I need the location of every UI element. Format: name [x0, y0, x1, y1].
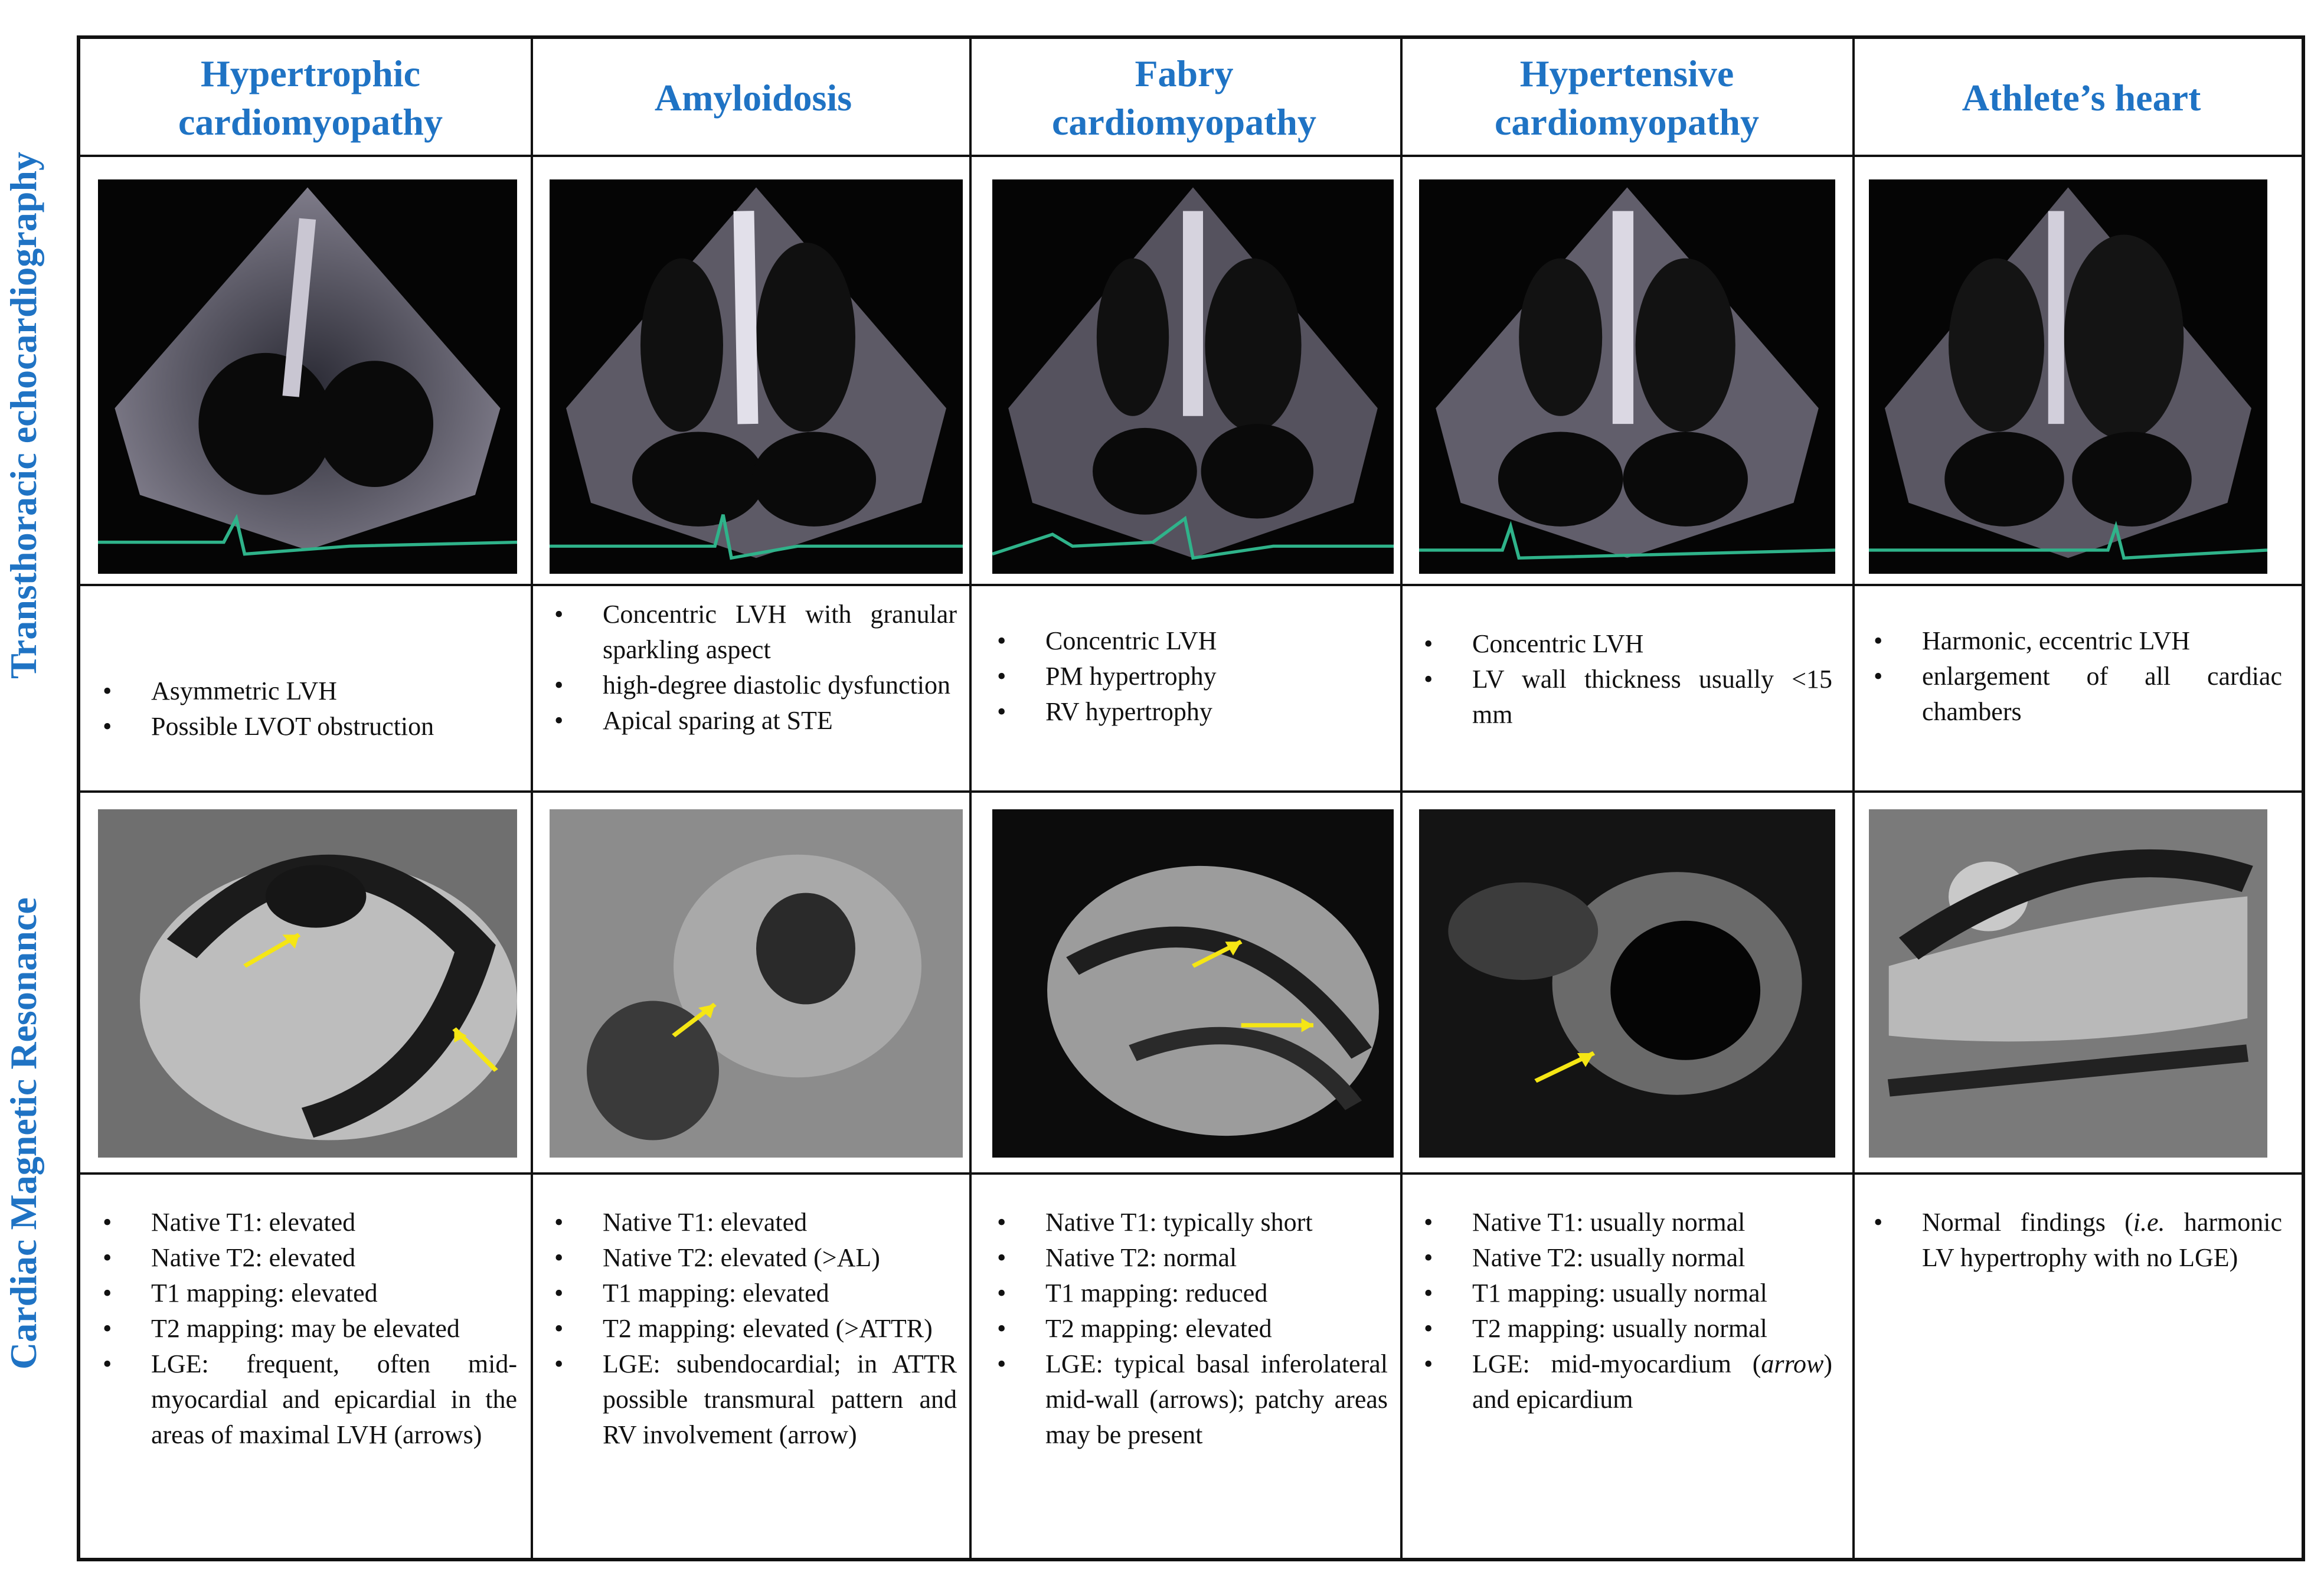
list-item: Native T2: normal [992, 1240, 1388, 1276]
list-item: Native T1: elevated [550, 1205, 957, 1240]
list-item: enlargement of all cardiac chambers [1869, 659, 2282, 730]
list-item: Native T1: elevated [98, 1205, 517, 1240]
list-item: T2 mapping: may be elevated [98, 1311, 517, 1346]
cmr-findings-athlete: Normal findings (i.e. harmonic LV hypert… [1869, 1205, 2282, 1276]
echo-findings-hcm: Asymmetric LVH Possible LVOT obstruction [98, 674, 517, 744]
cmr-image-athlete [1869, 809, 2267, 1158]
comparison-table: Hypertrophic cardiomyopathy Amyloidosis … [77, 35, 2305, 1561]
cmr-findings-fabry: Native T1: typically short Native T2: no… [992, 1205, 1388, 1453]
echo-image-hcm [98, 179, 517, 574]
cmr-findings-hypertensive: Native T1: usually normal Native T2: usu… [1419, 1205, 1832, 1417]
list-item: Native T2: elevated (>AL) [550, 1240, 957, 1276]
list-item: T2 mapping: usually normal [1419, 1311, 1832, 1346]
list-item: LGE: frequent, often mid-myocardial and … [98, 1346, 517, 1453]
list-item: T1 mapping: reduced [992, 1276, 1388, 1311]
cmr-image-hypertensive [1419, 809, 1835, 1158]
list-item: Concentric LVH [992, 623, 1382, 659]
row-label-echo: Transthoracic echocardiography [2, 152, 44, 679]
list-item: T2 mapping: elevated (>ATTR) [550, 1311, 957, 1346]
list-item: T1 mapping: elevated [98, 1276, 517, 1311]
echo-findings-athlete: Harmonic, eccentric LVH enlargement of a… [1869, 623, 2282, 730]
row-label-cmr: Cardiac Magnetic Resonance [2, 897, 44, 1369]
list-item: PM hypertrophy [992, 659, 1382, 694]
list-item: Native T1: typically short [992, 1205, 1388, 1240]
echo-findings-amyloidosis: Concentric LVH with granular sparkling a… [550, 597, 957, 738]
list-item: RV hypertrophy [992, 694, 1382, 730]
list-item: Harmonic, eccentric LVH [1869, 623, 2282, 659]
list-item: LV wall thickness usually <15 mm [1419, 662, 1832, 733]
list-item: high-degree diastolic dysfunction [550, 668, 957, 703]
echo-image-hypertensive [1419, 179, 1835, 574]
echo-image-amyloidosis [550, 179, 963, 574]
cmr-image-amyloidosis [550, 809, 963, 1158]
list-item: Native T1: usually normal [1419, 1205, 1832, 1240]
list-item: LGE: subendocardial; in ATTR possible tr… [550, 1346, 957, 1453]
cmr-findings-hcm: Native T1: elevated Native T2: elevated … [98, 1205, 517, 1453]
list-item: Apical sparing at STE [550, 703, 957, 738]
list-item: Concentric LVH [1419, 626, 1832, 662]
list-item: LGE: mid-myocardium (arrow) and epicardi… [1419, 1346, 1832, 1417]
echo-findings-fabry: Concentric LVH PM hypertrophy RV hypertr… [992, 623, 1382, 730]
cmr-image-hcm [98, 809, 517, 1158]
column-header-athlete: Athlete’s heart [1962, 77, 2201, 119]
cmr-image-fabry [992, 809, 1394, 1158]
echo-image-athlete [1869, 179, 2267, 574]
echo-image-fabry [992, 179, 1394, 574]
column-header-hypertensive: Hypertensive cardiomyopathy [1495, 53, 1759, 143]
cmr-findings-amyloidosis: Native T1: elevated Native T2: elevated … [550, 1205, 957, 1453]
list-item: Asymmetric LVH [98, 674, 517, 709]
list-item: Native T2: usually normal [1419, 1240, 1832, 1276]
column-header-fabry: Fabry cardiomyopathy [1052, 53, 1316, 143]
list-item: Normal findings (i.e. harmonic LV hypert… [1869, 1205, 2282, 1276]
list-item: Concentric LVH with granular sparkling a… [550, 597, 957, 668]
list-item: Native T2: elevated [98, 1240, 517, 1276]
list-item: T2 mapping: elevated [992, 1311, 1388, 1346]
list-item: LGE: typical basal inferolateral mid-wal… [992, 1346, 1388, 1453]
echo-findings-hypertensive: Concentric LVH LV wall thickness usually… [1419, 626, 1832, 733]
list-item: T1 mapping: elevated [550, 1276, 957, 1311]
column-header-amyloidosis: Amyloidosis [654, 77, 852, 119]
list-item: T1 mapping: usually normal [1419, 1276, 1832, 1311]
column-header-hcm: Hypertrophic cardiomyopathy [178, 53, 443, 143]
list-item: Possible LVOT obstruction [98, 709, 517, 744]
